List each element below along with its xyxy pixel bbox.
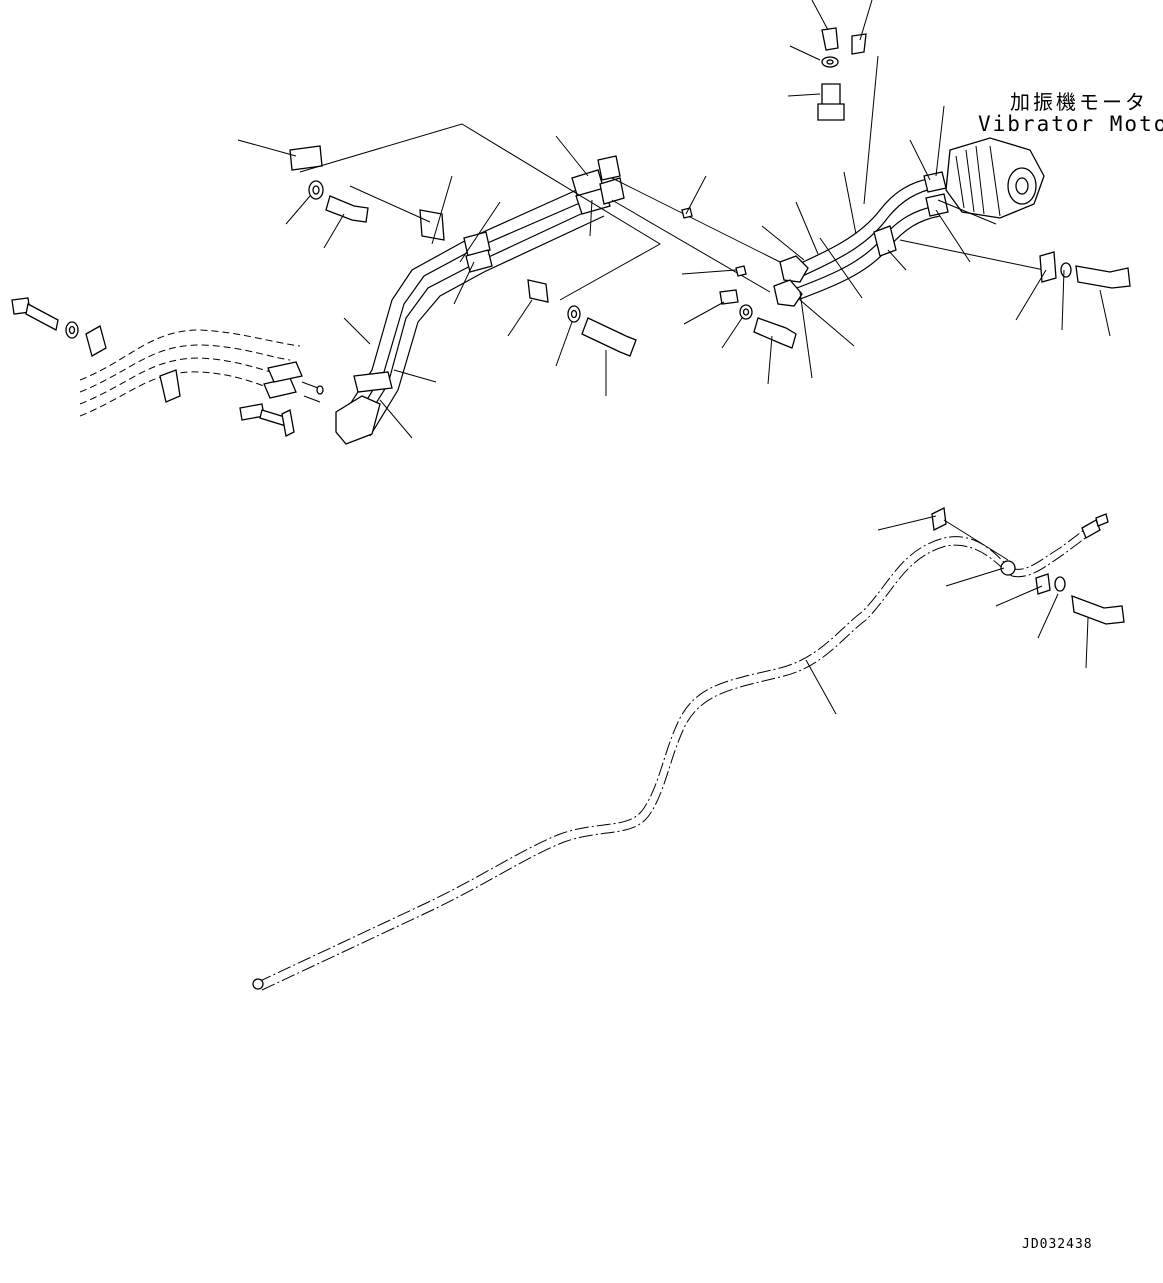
- right-bolt-group: [1039, 251, 1131, 289]
- vibrator-motor-label-jp: 加振機モータ: [1010, 90, 1148, 114]
- construction-lines: [299, 55, 1045, 301]
- vibrator-motor-body: [945, 137, 1045, 219]
- top-bolt-group: [817, 27, 867, 121]
- leader-lines: [237, 0, 1111, 439]
- existing-hoses-left: [79, 329, 301, 417]
- drawing-id: JD032438: [1022, 1237, 1093, 1252]
- vibrator-motor-label-en: Vibrator Motor: [978, 112, 1163, 136]
- main-pipes: [335, 155, 625, 445]
- long-hose-lower: [252, 507, 1125, 991]
- right-hoses: [681, 171, 949, 349]
- left-hardware: [11, 297, 324, 437]
